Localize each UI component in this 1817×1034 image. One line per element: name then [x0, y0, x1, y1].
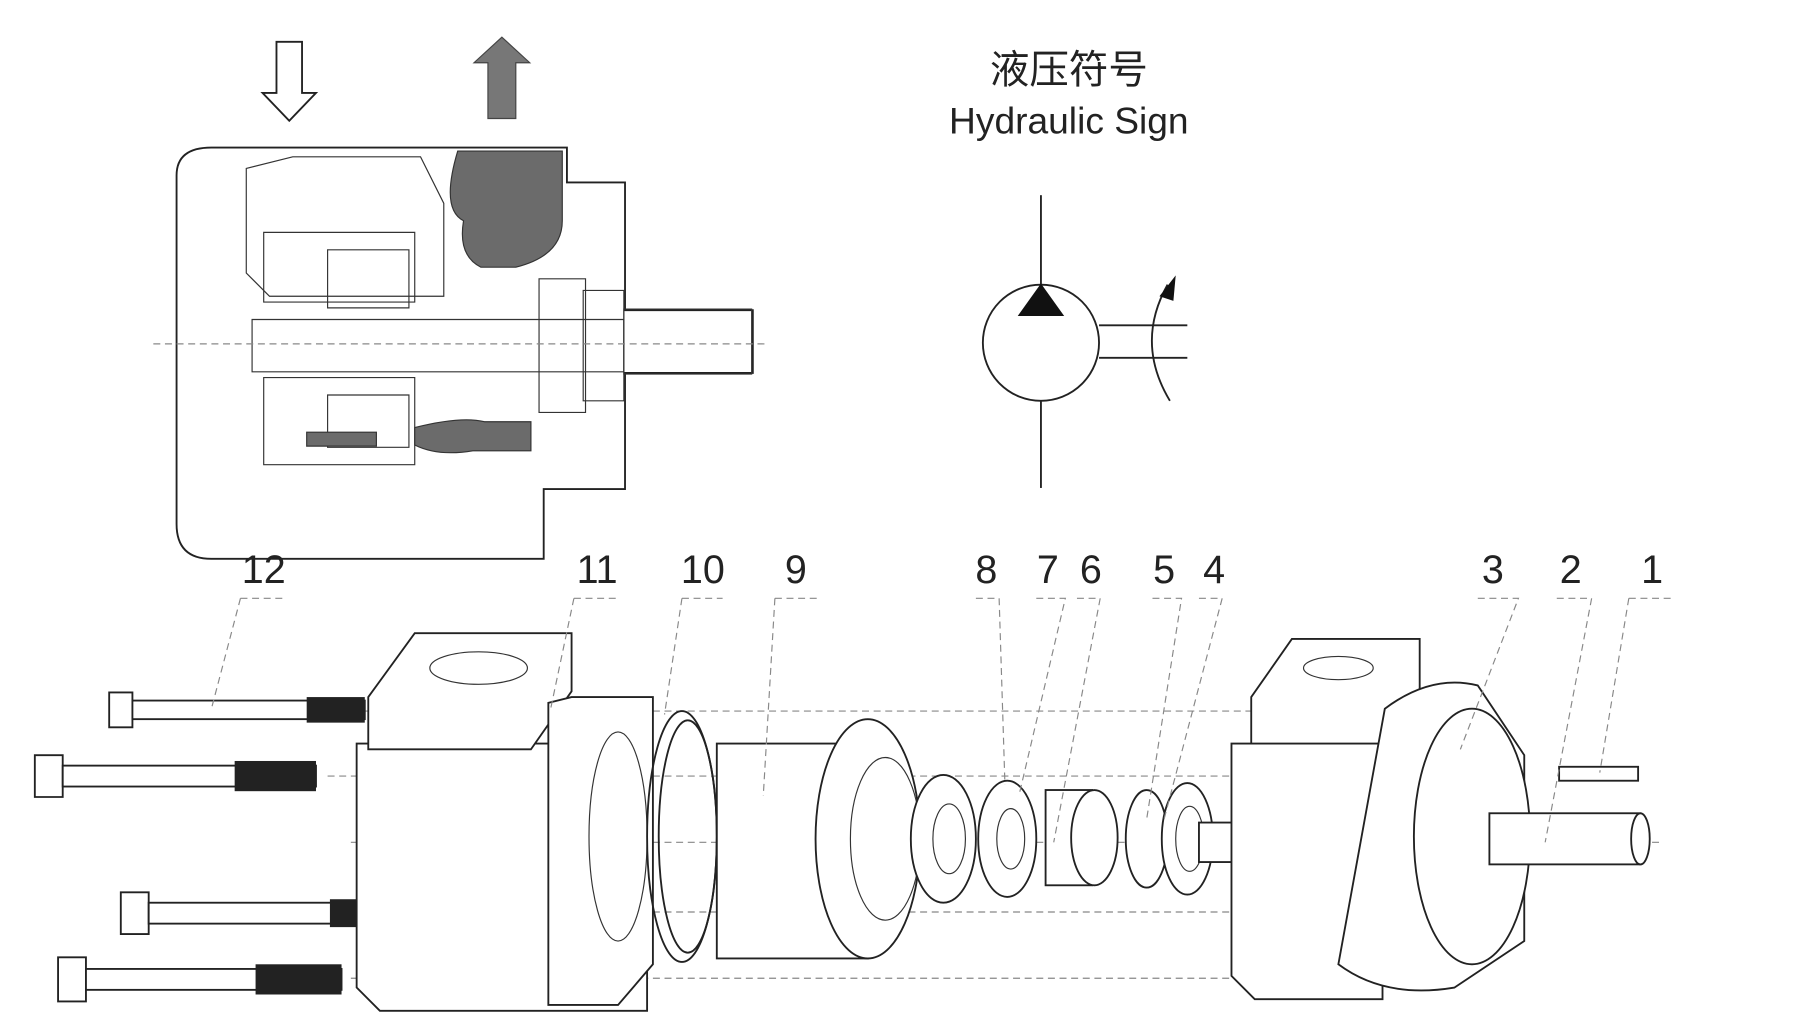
callout-5: 5: [1153, 548, 1175, 592]
callout-11: 11: [577, 548, 618, 592]
bolt: [57, 956, 343, 1003]
hydraulic-sign-title-cn: 液压符号: [990, 48, 1148, 94]
callout-12: 12: [242, 548, 286, 592]
circlip: [977, 779, 1038, 898]
part-callouts: 12 11 10 9 8 7 6 5 4 3 2 1: [210, 548, 1676, 843]
drive-shaft: [1488, 812, 1651, 866]
pump-symbol-icon: [981, 195, 1188, 488]
bolts: [33, 691, 371, 1003]
hydraulic-sign-title-en: Hydraulic Sign: [949, 100, 1189, 142]
hydraulic-sign: 液压符号 Hydraulic Sign: [949, 48, 1189, 488]
callout-6: 6: [1080, 548, 1102, 592]
cartridge: [715, 718, 977, 960]
pump-housing: [355, 632, 654, 1012]
bearing-2: [1160, 782, 1241, 896]
bearing: [1044, 789, 1119, 887]
callout-2: 2: [1560, 548, 1582, 592]
callout-1: 1: [1641, 548, 1663, 592]
callout-7: 7: [1037, 548, 1059, 592]
front-cover: [1230, 638, 1531, 1001]
callout-4: 4: [1203, 548, 1225, 592]
shaft-key: [1558, 765, 1640, 782]
callout-8: 8: [975, 548, 997, 592]
callout-9: 9: [785, 548, 807, 592]
outlet-arrow-icon: [472, 36, 532, 120]
bolt: [108, 691, 366, 729]
callout-3: 3: [1482, 548, 1504, 592]
inlet-arrow-icon: [260, 40, 319, 123]
bolt: [33, 754, 317, 798]
bolt: [119, 891, 371, 936]
pump-cross-section: [153, 36, 770, 560]
o-ring: [646, 710, 718, 963]
callout-10: 10: [681, 548, 725, 592]
